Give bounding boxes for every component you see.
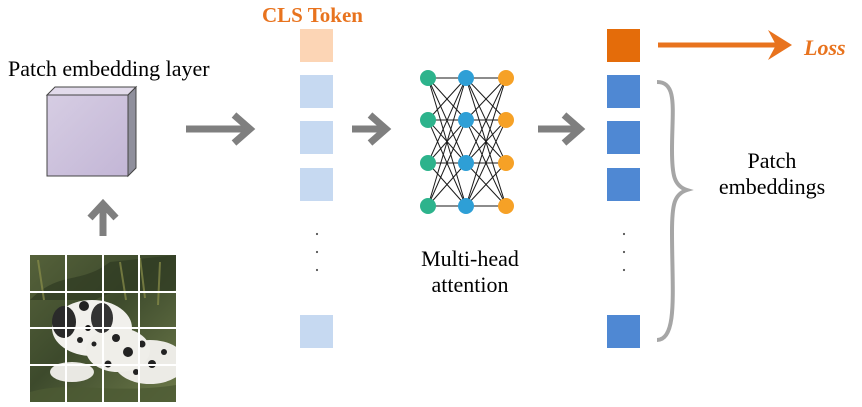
patch-token-input [300,75,333,108]
patch-token-output [607,168,640,201]
patch-token-output [607,75,640,108]
arrow-right-2 [352,112,392,146]
multi-head-attention-label: Multi-head attention [421,246,519,297]
patch-token-input [300,121,333,154]
ellipsis-dots [622,232,626,272]
cube-layer-icon [45,85,138,178]
ellipsis-dots [315,232,319,272]
neural-network-icon [420,70,514,214]
patch-token-output [607,315,640,348]
patch-token-input [300,168,333,201]
arrow-right-3 [538,112,586,146]
loss-arrow-icon [658,30,792,60]
cls-token-label: CLS Token [262,3,363,27]
curly-brace-icon [656,80,694,342]
cls-token-output [607,29,640,62]
output-token-column [607,29,640,348]
patch-token-input [300,315,333,348]
up-arrow-icon [87,198,119,236]
input-token-column [300,29,333,348]
patch-embeddings-label: Patch embeddings [718,148,826,199]
input-image-patch-grid [30,255,176,402]
arrow-right-1 [186,112,256,146]
patch-embedding-layer-label: Patch embedding layer [8,56,210,81]
patch-token-output [607,121,640,154]
loss-label: Loss [804,35,846,60]
cls-token-input [300,29,333,62]
